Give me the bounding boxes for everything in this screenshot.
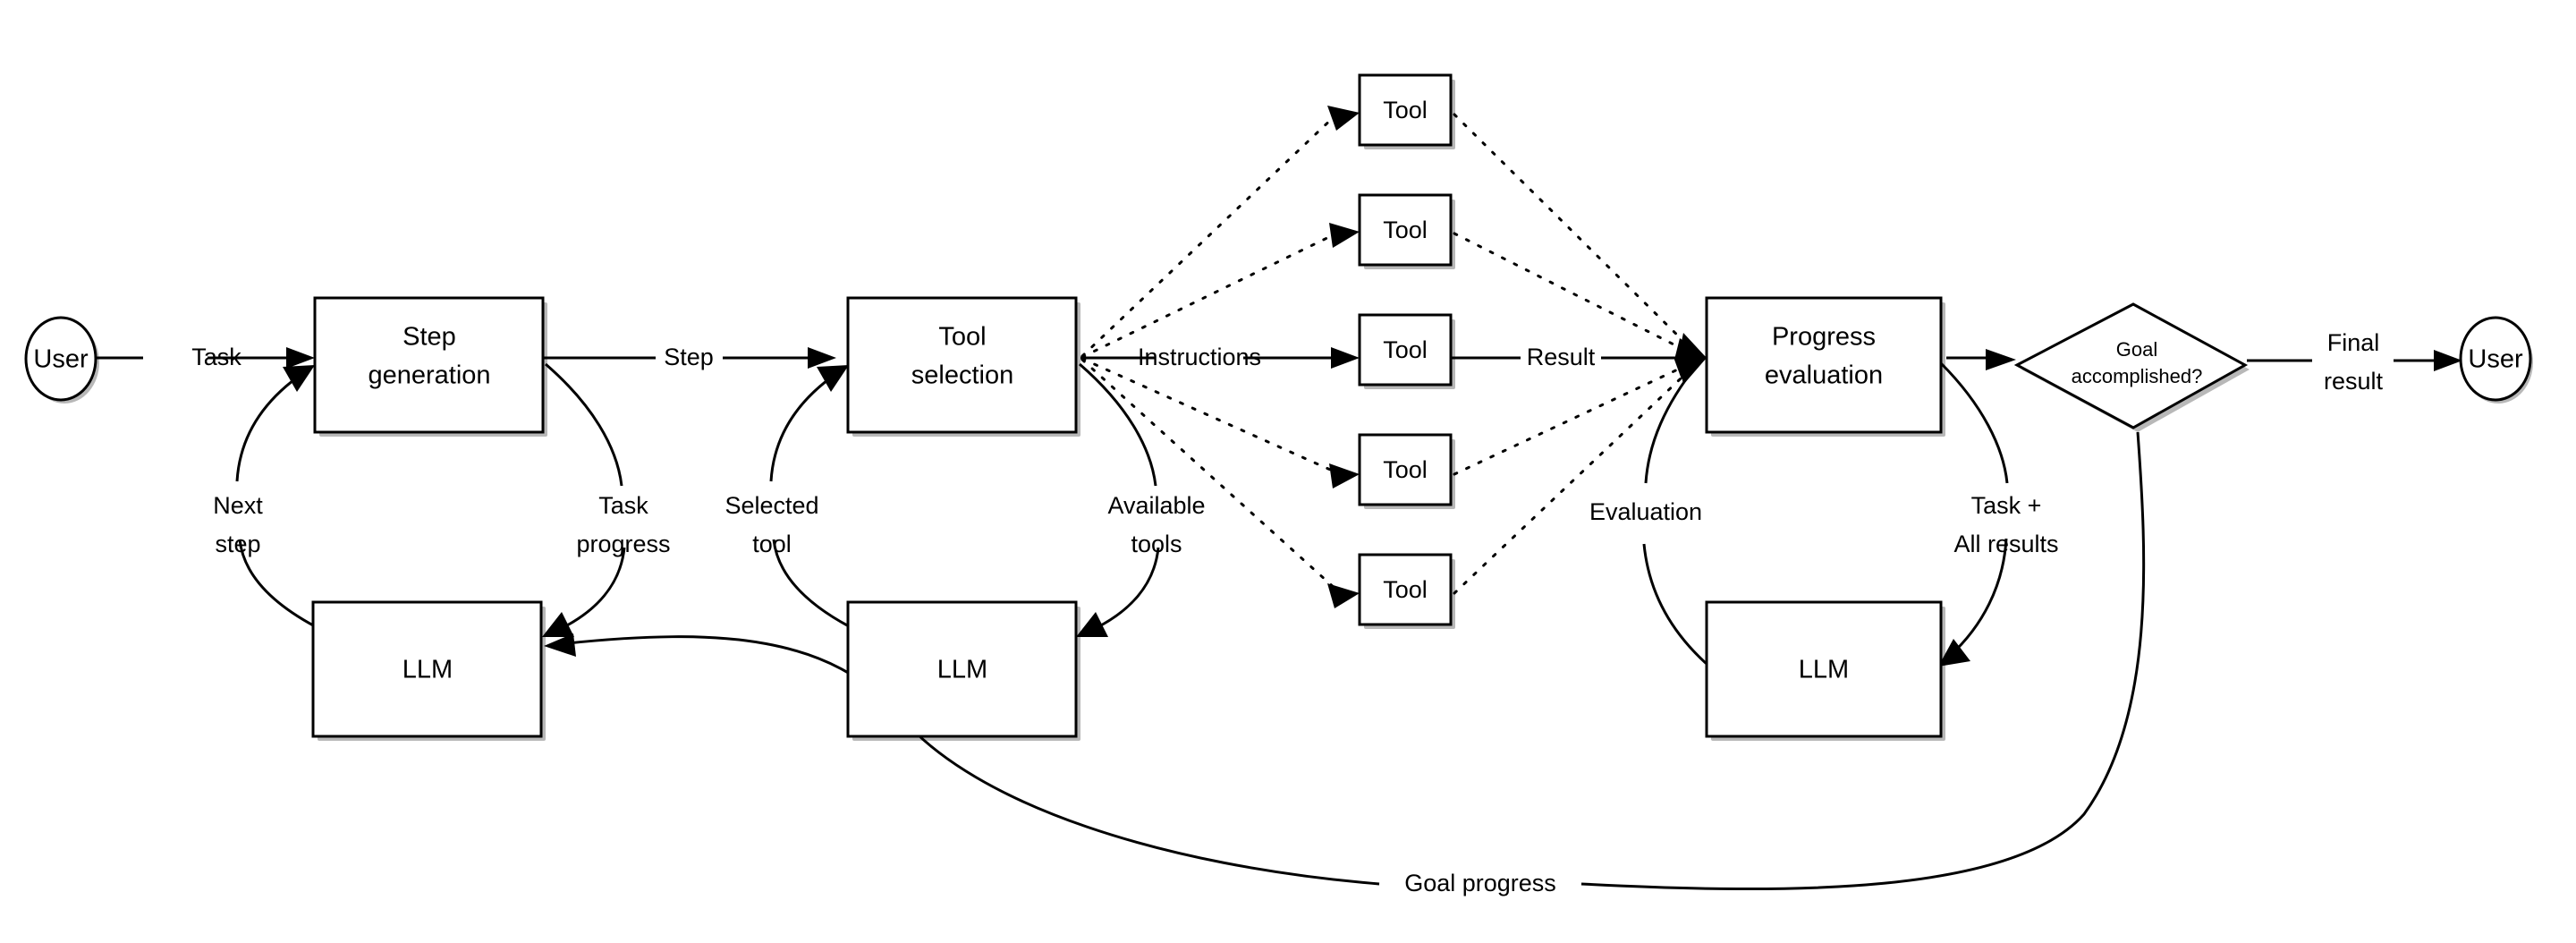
edge-label-task-all-results-2: All results	[1953, 531, 2058, 557]
arrowhead-step	[808, 347, 836, 369]
edge-step	[544, 347, 836, 369]
edge-label-selected-tool-2: tool	[752, 531, 792, 557]
edge-task	[95, 347, 315, 369]
arrowhead-task	[286, 347, 315, 369]
edge-task-all-results	[1938, 361, 2009, 667]
progress-evaluation-label-2: evaluation	[1765, 361, 1883, 390]
arrowhead-available-tools	[1076, 612, 1108, 637]
tool-1-label: Tool	[1383, 97, 1428, 123]
llm-step-label: LLM	[402, 656, 453, 684]
edge-final-result	[2247, 350, 2462, 371]
edge-label-available-tools-1: Available	[1107, 492, 1205, 519]
edge-label-step: Step	[664, 344, 714, 370]
edge-available-tools	[1076, 362, 1160, 637]
arrowhead-final-result	[2434, 350, 2462, 371]
node-llm-step[interactable]: LLM	[311, 600, 543, 738]
goal-decision-label-2: accomplished?	[2072, 365, 2203, 387]
llm-progress-label: LLM	[1799, 656, 1849, 684]
arrowhead-goal-progress	[544, 633, 576, 657]
user-end-label: User	[2468, 345, 2523, 374]
edge-label-task-progress-2: progress	[576, 531, 670, 557]
arrowhead-next-step	[283, 365, 315, 392]
tool-5-label: Tool	[1383, 576, 1428, 603]
arrowhead-instructions-4	[1329, 463, 1360, 488]
edge-task-progress	[542, 362, 626, 637]
edge-label-task-all-results-1: Task +	[1971, 492, 2042, 519]
edge-goal-check	[1946, 349, 2016, 370]
arrowhead-task-all-results	[1938, 639, 1970, 667]
arrowhead-result-merge-b	[1674, 338, 1707, 379]
node-tool-5[interactable]: Tool	[1358, 553, 1453, 626]
edge-evaluation	[1642, 364, 1708, 666]
edge-selected-tool	[769, 365, 850, 628]
edge-next-step	[235, 365, 316, 628]
node-user-start[interactable]: User	[24, 316, 97, 402]
tool-selection-label-2: selection	[911, 361, 1013, 390]
edge-label-result: Result	[1527, 344, 1596, 370]
tool-2-label: Tool	[1383, 217, 1428, 243]
edge-label-goal-progress: Goal progress	[1404, 870, 1556, 896]
edge-label-final-result-2: result	[2324, 368, 2384, 395]
edge-label-final-result-1: Final	[2327, 329, 2380, 356]
node-llm-tool[interactable]: LLM	[846, 600, 1078, 738]
arrowhead-instructions-5	[1327, 583, 1360, 608]
node-tool-2[interactable]: Tool	[1358, 193, 1453, 267]
arrowhead-selected-tool	[817, 365, 849, 392]
edge-label-selected-tool-1: Selected	[724, 492, 818, 519]
node-progress-evaluation[interactable]: Progress evaluation	[1705, 296, 1943, 434]
goal-decision-label-1: Goal	[2116, 338, 2157, 361]
step-generation-label-2: generation	[368, 361, 490, 390]
node-step-generation[interactable]: Step generation	[313, 296, 545, 434]
tool-3-label: Tool	[1383, 336, 1428, 363]
edge-label-next-step-1: Next	[213, 492, 263, 519]
llm-tool-label: LLM	[937, 656, 987, 684]
edge-label-instructions: Instructions	[1138, 344, 1261, 370]
node-llm-progress[interactable]: LLM	[1705, 600, 1943, 738]
edge-label-available-tools-2: tools	[1131, 531, 1182, 557]
arrowhead-task-progress	[542, 612, 574, 637]
node-tool-3[interactable]: Tool	[1358, 313, 1453, 387]
step-generation-label-1: Step	[402, 323, 456, 352]
tool-selection-label-1: Tool	[938, 323, 986, 352]
node-goal-decision[interactable]: Goal accomplished?	[2013, 302, 2249, 429]
arrowhead-instructions-2	[1329, 223, 1360, 248]
progress-evaluation-label-1: Progress	[1772, 323, 1876, 352]
arrowhead-instructions-mid	[1331, 347, 1360, 369]
edge-label-next-step-2: step	[215, 531, 260, 557]
edge-instructions	[1080, 106, 1360, 608]
node-tool-4[interactable]: Tool	[1358, 433, 1453, 506]
node-user-end[interactable]: User	[2459, 316, 2532, 402]
edge-label-task: Task	[191, 344, 242, 370]
tool-4-label: Tool	[1383, 456, 1428, 483]
edge-label-evaluation: Evaluation	[1589, 498, 1702, 525]
edge-result	[1452, 113, 1707, 595]
arrowhead-goal-check	[1986, 349, 2016, 370]
node-tool-selection[interactable]: Tool selection	[846, 296, 1078, 434]
node-tool-1[interactable]: Tool	[1358, 73, 1453, 147]
user-start-label: User	[33, 345, 89, 374]
edge-label-task-progress-1: Task	[598, 492, 648, 519]
arrowhead-instructions-1	[1327, 106, 1360, 131]
